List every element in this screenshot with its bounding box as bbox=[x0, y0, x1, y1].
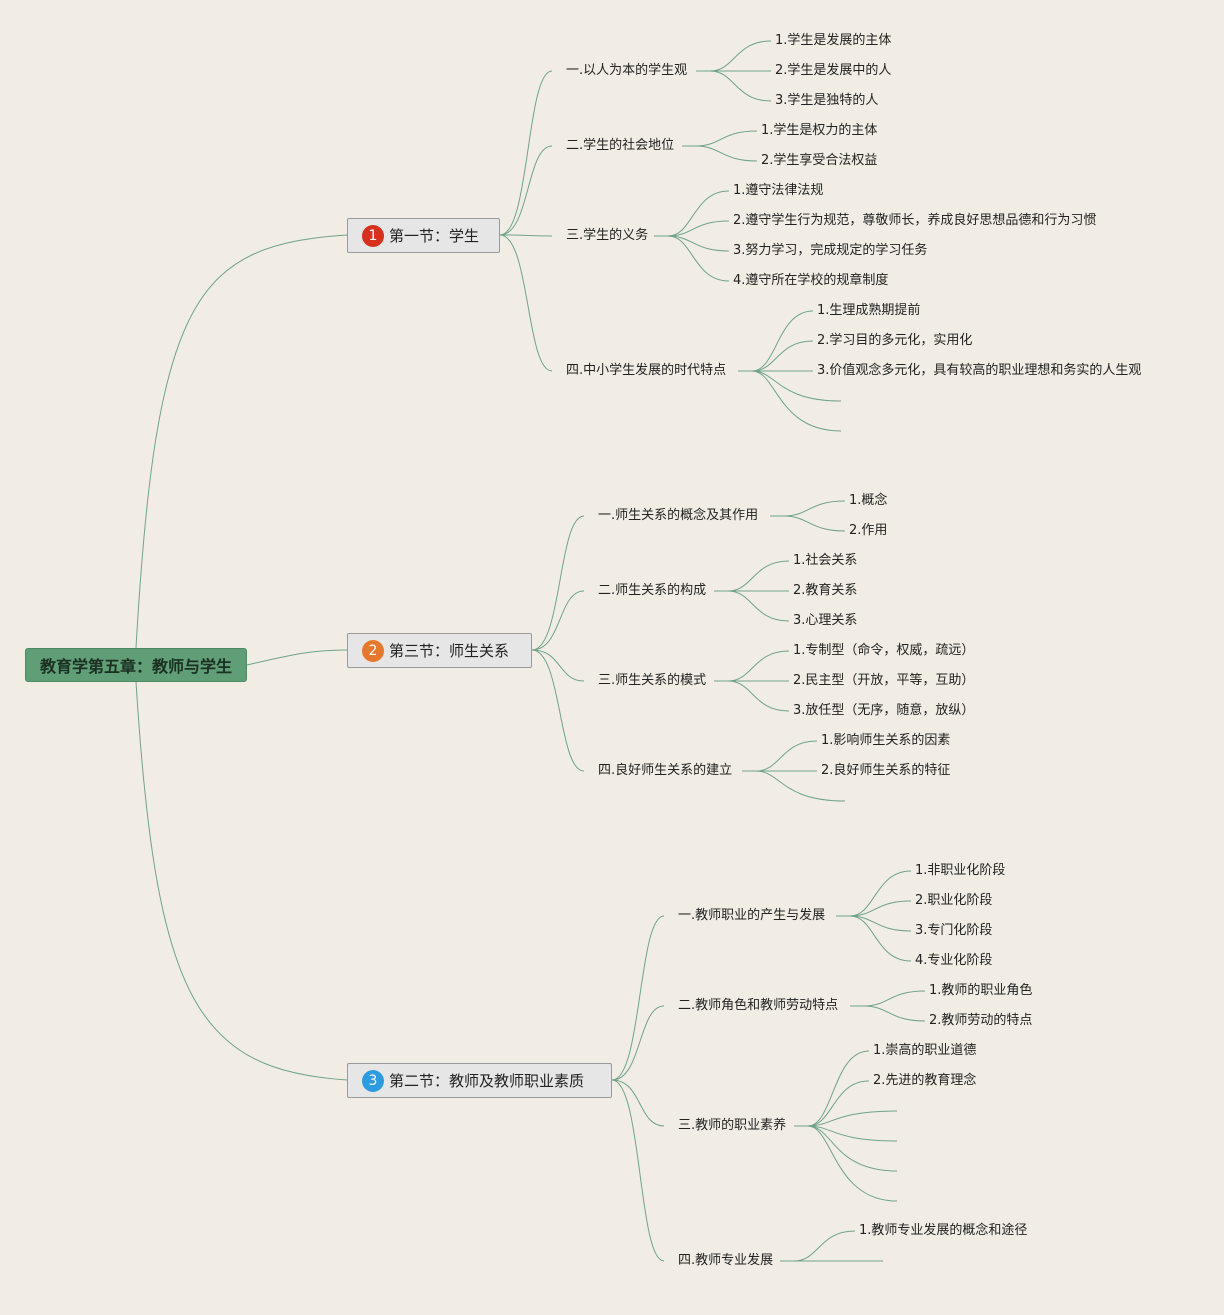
leaf-item[interactable]: 2.教师劳动的特点 bbox=[929, 1013, 1033, 1028]
leaf-item[interactable]: 3.努力学习，完成规定的学习任务 bbox=[733, 243, 928, 258]
topic-node[interactable]: 三.学生的义务 bbox=[566, 228, 649, 243]
leaf-item[interactable]: 3.心理关系 bbox=[793, 613, 858, 628]
leaf-item[interactable]: 2.作用 bbox=[849, 523, 888, 538]
leaf-item[interactable]: 2.遵守学生行为规范，尊敬师长，养成良好思想品德和行为习惯 bbox=[733, 213, 1097, 228]
leaf-item[interactable]: 2.学生是发展中的人 bbox=[775, 63, 892, 78]
section-title: 第三节：师生关系 bbox=[389, 642, 510, 660]
root-node[interactable]: 教育学第五章：教师与学生 bbox=[25, 648, 247, 682]
leaf-item[interactable]: 1.生理成熟期提前 bbox=[817, 303, 921, 318]
leaf-item[interactable]: 3.放任型（无序，随意，放纵） bbox=[793, 703, 975, 718]
section-node-2[interactable]: 2 第三节：师生关系 bbox=[347, 633, 532, 668]
leaf-item[interactable]: 2.教育关系 bbox=[793, 583, 858, 598]
leaf-item[interactable]: 2.职业化阶段 bbox=[915, 893, 993, 908]
leaf-item[interactable]: 2.民主型（开放，平等，互助） bbox=[793, 673, 975, 688]
topic-node[interactable]: 二.学生的社会地位 bbox=[566, 138, 675, 153]
leaf-item[interactable]: 4.专业化阶段 bbox=[915, 953, 993, 968]
leaf-item[interactable]: 1.崇高的职业道德 bbox=[873, 1043, 977, 1058]
section-title: 第一节：学生 bbox=[389, 227, 480, 245]
section-number-badge: 2 bbox=[362, 639, 384, 662]
topic-node[interactable]: 四.教师专业发展 bbox=[678, 1253, 774, 1268]
leaf-item[interactable]: 1.概念 bbox=[849, 493, 888, 508]
section-number-badge: 1 bbox=[362, 224, 384, 247]
leaf-item[interactable]: 1.学生是权力的主体 bbox=[761, 123, 878, 138]
leaf-item[interactable]: 1.社会关系 bbox=[793, 553, 858, 568]
leaf-item[interactable]: 1.遵守法律法规 bbox=[733, 183, 824, 198]
leaf-item[interactable]: 1.学生是发展的主体 bbox=[775, 33, 892, 48]
topic-node[interactable]: 一.以人为本的学生观 bbox=[566, 63, 688, 78]
section-node-1[interactable]: 1 第一节：学生 bbox=[347, 218, 500, 253]
topic-node[interactable]: 四.中小学生发展的时代特点 bbox=[566, 363, 727, 378]
leaf-item[interactable]: 1.专制型（命令，权威，疏远） bbox=[793, 643, 975, 658]
leaf-item[interactable]: 1.教师专业发展的概念和途径 bbox=[859, 1223, 1028, 1238]
leaf-item[interactable]: 2.学生享受合法权益 bbox=[761, 153, 878, 168]
leaf-item[interactable]: 3.价值观念多元化，具有较高的职业理想和务实的人生观 bbox=[817, 363, 1142, 378]
leaf-item[interactable]: 1.影响师生关系的因素 bbox=[821, 733, 951, 748]
section-number-badge: 3 bbox=[362, 1069, 384, 1092]
topic-node[interactable]: 三.教师的职业素养 bbox=[678, 1118, 787, 1133]
topic-node[interactable]: 一.教师职业的产生与发展 bbox=[678, 908, 826, 923]
leaf-item[interactable]: 4.遵守所在学校的规章制度 bbox=[733, 273, 889, 288]
leaf-item[interactable]: 2.先进的教育理念 bbox=[873, 1073, 977, 1088]
leaf-item[interactable]: 3.专门化阶段 bbox=[915, 923, 993, 938]
topic-node[interactable]: 一.师生关系的概念及其作用 bbox=[598, 508, 759, 523]
topic-node[interactable]: 二.教师角色和教师劳动特点 bbox=[678, 998, 839, 1013]
leaf-item[interactable]: 2.良好师生关系的特征 bbox=[821, 763, 951, 778]
topic-node[interactable]: 三.师生关系的模式 bbox=[598, 673, 707, 688]
section-title: 第二节：教师及教师职业素质 bbox=[389, 1072, 585, 1090]
topic-node[interactable]: 四.良好师生关系的建立 bbox=[598, 763, 733, 778]
topic-node[interactable]: 二.师生关系的构成 bbox=[598, 583, 707, 598]
leaf-item[interactable]: 3.学生是独特的人 bbox=[775, 93, 879, 108]
leaf-item[interactable]: 1.非职业化阶段 bbox=[915, 863, 1006, 878]
leaf-item[interactable]: 2.学习目的多元化，实用化 bbox=[817, 333, 973, 348]
leaf-item[interactable]: 1.教师的职业角色 bbox=[929, 983, 1033, 998]
section-node-3[interactable]: 3 第二节：教师及教师职业素质 bbox=[347, 1063, 612, 1098]
